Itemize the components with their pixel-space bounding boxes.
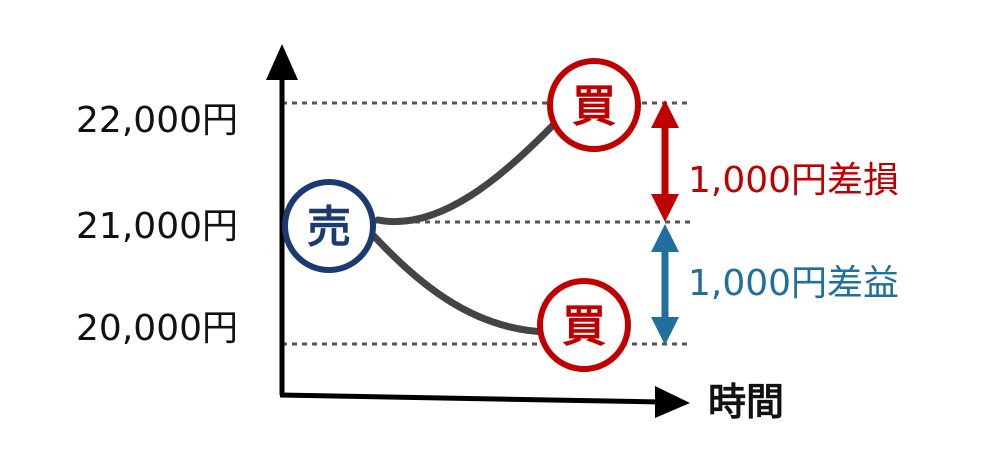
y-axis-arrowhead [266,44,298,80]
price-label-21000: 21,000円 [76,206,238,247]
buy-badge-bottom: 買 [537,278,631,372]
sell-badge: 売 [282,179,376,273]
buy-badge-top-text: 買 [572,81,616,132]
x-axis-arrowhead [655,386,690,418]
profit-arrow [651,224,679,345]
sell-badge-text: 売 [307,202,351,253]
buy-badge-bottom-text: 買 [562,301,606,352]
buy-badge-top: 買 [547,58,641,152]
profit-curve [366,228,552,336]
x-axis-label: 時間 [708,380,784,424]
loss-arrow [651,100,679,222]
price-label-22000: 22,000円 [76,100,238,141]
x-axis [279,386,690,418]
y-axis [266,44,298,395]
profit-label: 1,000円差益 [688,263,899,304]
loss-curve [374,116,562,225]
price-label-20000: 20,000円 [76,308,238,349]
loss-label: 1,000円差損 [688,160,899,201]
